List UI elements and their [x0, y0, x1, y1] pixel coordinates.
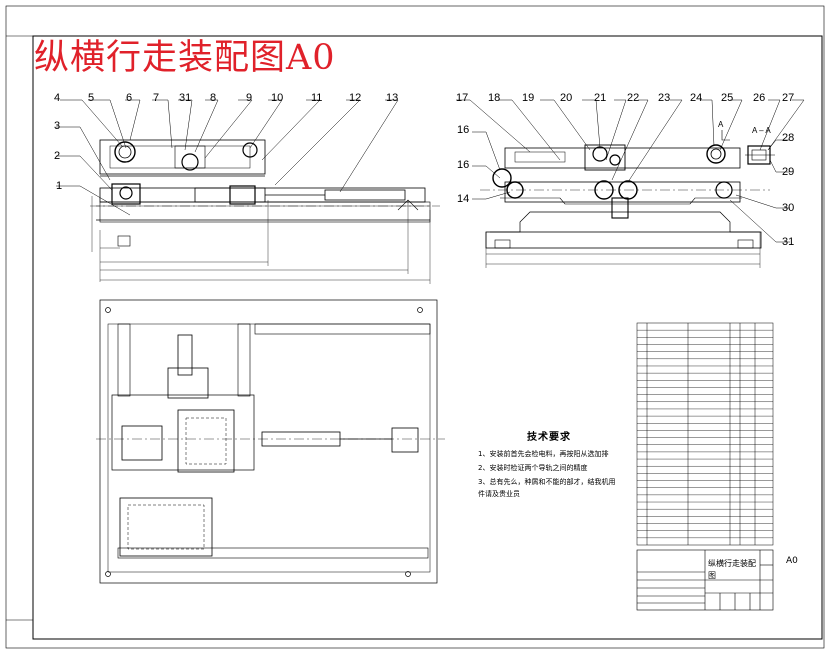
balloon-2: 2 [54, 150, 61, 162]
gear-middle [181, 153, 199, 171]
balloon-20: 20 [560, 92, 573, 104]
title-block-sheet-size: A0 [786, 556, 798, 566]
balloon-21: 21 [594, 92, 607, 104]
balloon-22: 22 [627, 92, 640, 104]
balloon-27: 27 [782, 92, 795, 104]
balloon-16b: 16 [457, 159, 470, 171]
top-view [96, 299, 445, 584]
technical-requirement-line: 3、总有先么，种屑和不能的部才，结我机用 [478, 478, 616, 486]
balloon-30: 30 [782, 202, 795, 214]
balloon-16a: 16 [457, 124, 470, 136]
balloon-11: 11 [311, 92, 323, 104]
section-label: A – A [752, 126, 771, 135]
balloon-31: 31 [179, 92, 192, 104]
balloon-29: 29 [782, 166, 795, 178]
section-arrow-label: A [718, 120, 724, 129]
balloon-9: 9 [246, 92, 253, 104]
balloon-12: 12 [349, 92, 362, 104]
balloon-6: 6 [126, 92, 133, 104]
balloon-26: 26 [753, 92, 766, 104]
balloon-10: 10 [271, 92, 284, 104]
technical-requirement-line: 件请及贵业员 [478, 490, 520, 498]
balloon-7: 7 [153, 92, 160, 104]
balloon-24: 24 [690, 92, 703, 104]
parts-list [636, 322, 774, 546]
balloon-28: 28 [782, 132, 795, 144]
technical-requirement-line: 1、安装前首先会检电料，再按阳从选加排 [478, 450, 609, 458]
balloon-17: 17 [456, 92, 469, 104]
balloon-14: 14 [457, 193, 470, 205]
outer-border [5, 5, 825, 649]
drawing-title: 纵横行走装配图A0 [34, 38, 336, 78]
side-view [456, 99, 805, 268]
inner-frame [32, 35, 823, 640]
balloon-5: 5 [88, 92, 95, 104]
technical-requirements-heading: 技术要求 [527, 432, 571, 443]
title-block [636, 549, 774, 611]
balloon-25: 25 [721, 92, 734, 104]
gear-right [706, 144, 726, 164]
balloon-31b: 31 [782, 236, 795, 248]
technical-requirement-line: 2、安装时检证两个导轨之间的精度 [478, 464, 588, 472]
balloon-4: 4 [54, 92, 61, 104]
balloon-3: 3 [54, 120, 61, 132]
front-view [56, 99, 440, 284]
balloon-13: 13 [386, 92, 399, 104]
balloon-23: 23 [658, 92, 671, 104]
balloon-18: 18 [488, 92, 501, 104]
gear-left [114, 141, 136, 163]
balloon-19: 19 [522, 92, 535, 104]
balloon-1: 1 [56, 180, 63, 192]
title-block-name: 纵横行走装配图 [708, 559, 756, 580]
balloon-8: 8 [210, 92, 217, 104]
parts-list-rows [637, 329, 773, 539]
